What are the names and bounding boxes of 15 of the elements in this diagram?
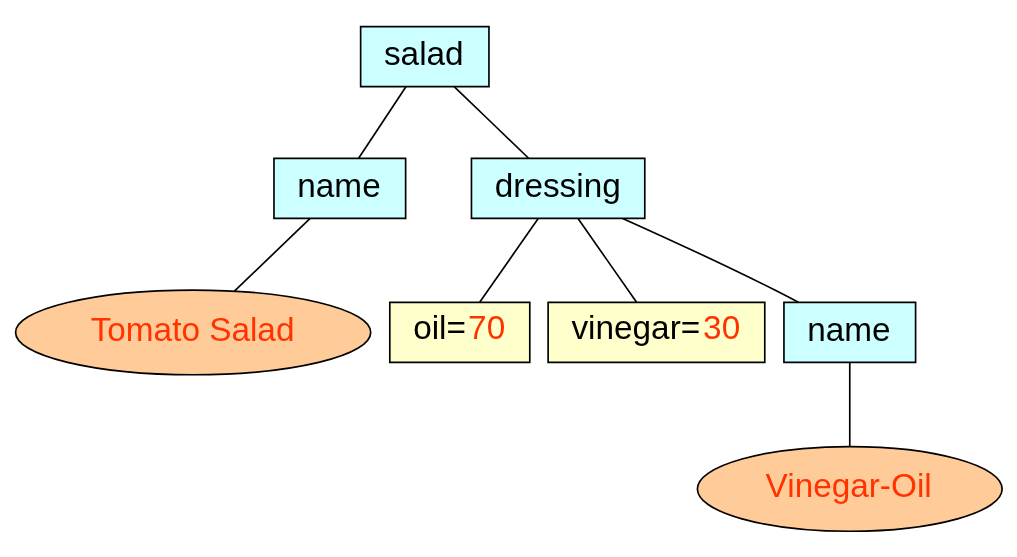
node-box: name (783, 301, 917, 363)
connector (621, 217, 800, 303)
connector (357, 85, 407, 159)
node-ellipse: Tomato Salad (14, 288, 372, 376)
node-box: vinegar=30 (547, 301, 766, 363)
node-box: name (273, 157, 407, 219)
connector (453, 85, 530, 159)
node-box: dressing (470, 157, 646, 219)
connector (478, 217, 540, 303)
connector (848, 361, 851, 447)
connector (233, 217, 311, 292)
node-box: oil=70 (388, 301, 531, 363)
connector (577, 217, 638, 303)
node-box: salad (359, 25, 490, 87)
node-ellipse: Vinegar-Oil (696, 445, 1003, 532)
